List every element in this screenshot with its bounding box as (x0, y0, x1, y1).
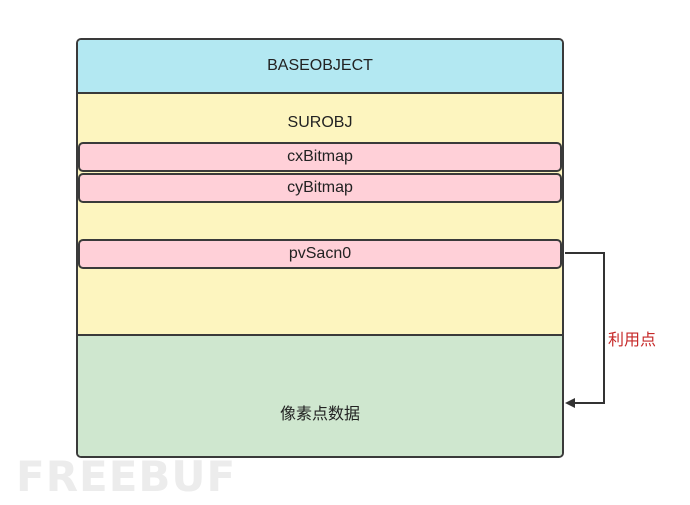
cxbitmap-field: cxBitmap (78, 142, 562, 172)
cybitmap-label: cyBitmap (287, 179, 353, 196)
surobj-label: SUROBJ (287, 114, 353, 131)
exploit-point-annotation: 利用点 (608, 332, 657, 349)
baseobject-block: BASEOBJECT (78, 40, 562, 94)
memory-layout-box: BASEOBJECT SUROBJ cxBitmap cyBitmap pvSa… (76, 38, 564, 458)
pvscan0-label: pvSacn0 (288, 245, 352, 262)
baseobject-label: BASEOBJECT (267, 57, 373, 74)
pixel-data-label: 像素点数据 (279, 406, 360, 423)
pvscan0-field: pvSacn0 (78, 239, 562, 269)
pixel-data-block (78, 336, 562, 456)
cybitmap-field: cyBitmap (78, 173, 562, 203)
surobj-block (78, 94, 562, 336)
cxbitmap-label: cxBitmap (287, 148, 353, 165)
watermark-logo: FREEBUF (16, 452, 237, 501)
